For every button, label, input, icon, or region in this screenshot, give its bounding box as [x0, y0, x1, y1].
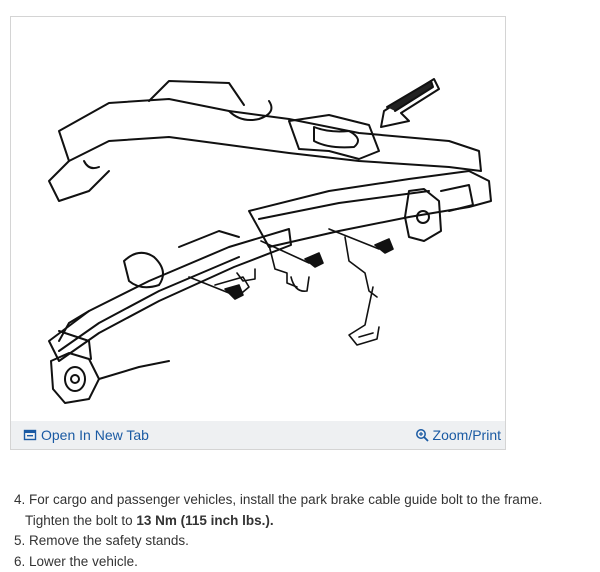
frame-diagram-illustration — [29, 41, 509, 433]
figure-toolbar: Open In New Tab Zoom/Print — [10, 421, 506, 450]
step-6: 6. Lower the vehicle. — [14, 552, 542, 572]
cable-guide-bolts — [189, 229, 393, 345]
step-4-torque: Tighten the bolt to 13 Nm (115 inch lbs.… — [14, 511, 542, 532]
direction-arrow — [381, 79, 439, 127]
step-number: 6. — [14, 554, 25, 569]
zoom-print-link[interactable]: Zoom/Print — [415, 427, 501, 443]
open-tab-icon — [23, 428, 37, 442]
step-text: Lower the vehicle. — [29, 554, 138, 569]
procedure-steps: 4. For cargo and passenger vehicles, ins… — [14, 490, 542, 572]
open-in-new-tab-link[interactable]: Open In New Tab — [23, 427, 149, 443]
right-frame-rail — [249, 171, 491, 247]
magnify-plus-icon — [415, 428, 429, 442]
mount-bushing — [51, 331, 169, 403]
torque-prefix: Tighten the bolt to — [14, 513, 136, 528]
step-4: 4. For cargo and passenger vehicles, ins… — [14, 490, 542, 511]
step-text: For cargo and passenger vehicles, instal… — [29, 492, 542, 507]
left-frame-rail — [49, 229, 291, 361]
zoom-print-label: Zoom/Print — [433, 427, 501, 443]
step-5: 5. Remove the safety stands. — [14, 531, 542, 552]
open-in-new-tab-label: Open In New Tab — [41, 427, 149, 443]
step-number: 4. — [14, 492, 25, 507]
torque-suffix: . — [270, 513, 274, 528]
torque-value: 13 Nm (115 inch lbs.) — [136, 513, 270, 528]
step-text: Remove the safety stands. — [29, 533, 189, 548]
figure-container — [10, 16, 506, 450]
step-number: 5. — [14, 533, 25, 548]
